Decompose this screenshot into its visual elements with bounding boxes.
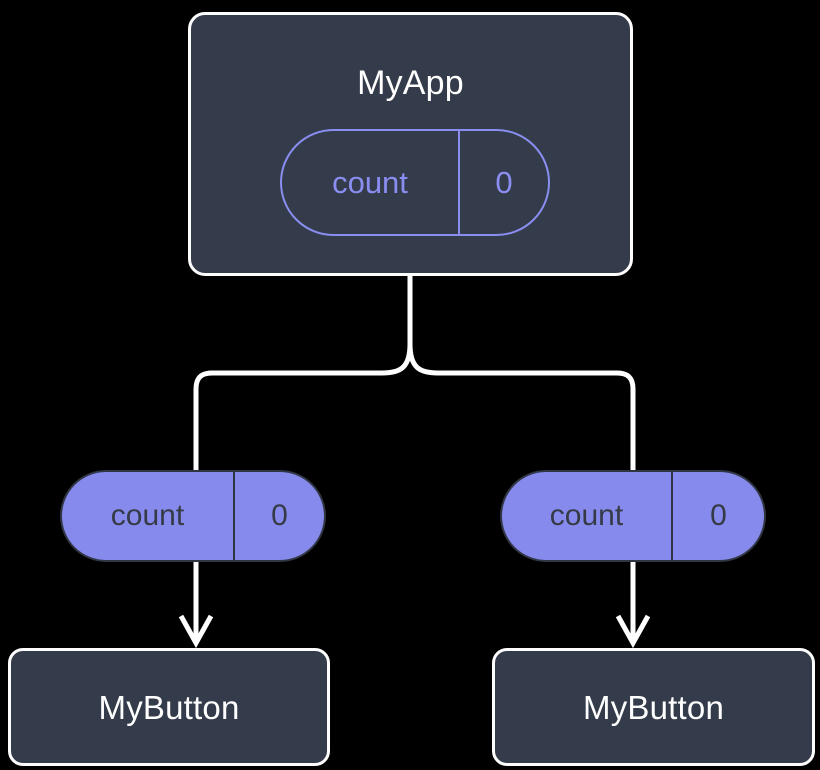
node-mybutton-left[interactable]: MyButton [8,648,330,766]
arrowhead-left [178,614,214,649]
state-pill-left-value: 0 [271,499,288,532]
state-pill-root[interactable]: count 0 [280,129,550,236]
state-pill-left-key: count [62,472,235,560]
edge-fork-left [193,343,413,470]
state-pill-root-key: count [282,131,460,234]
state-pill-right-key: count [502,472,673,560]
state-pill-left[interactable]: count 0 [60,470,326,562]
node-myapp[interactable]: MyApp count 0 [188,12,633,276]
state-pill-right[interactable]: count 0 [500,470,766,562]
state-pill-right-value: 0 [710,499,727,532]
node-myapp-label: MyApp [357,64,464,102]
node-mybutton-right-label: MyButton [583,688,724,726]
edge-fork-right [407,343,636,470]
node-mybutton-right[interactable]: MyButton [492,648,815,766]
node-mybutton-left-label: MyButton [98,688,240,726]
state-pill-root-value: 0 [495,164,513,200]
arrowhead-right [615,614,651,649]
